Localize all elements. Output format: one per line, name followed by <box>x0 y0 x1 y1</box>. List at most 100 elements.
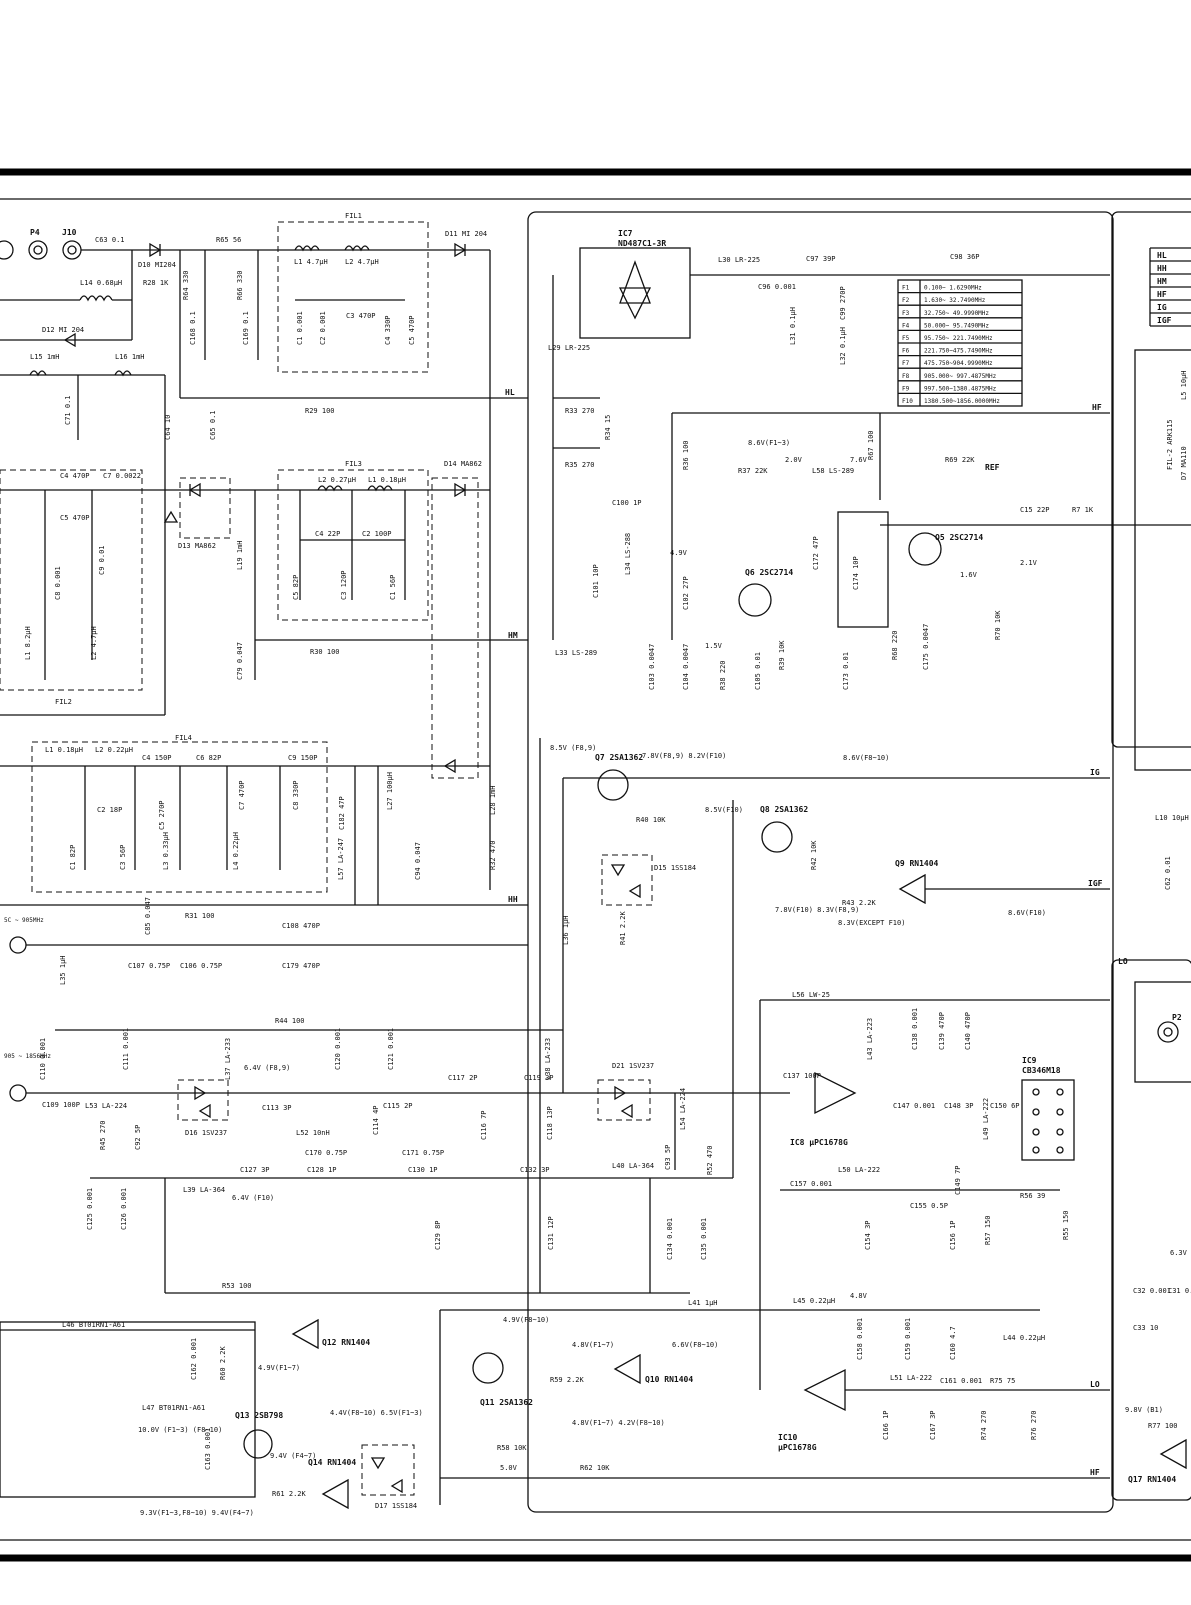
c125-label: C125 0.001 <box>86 1188 94 1230</box>
c175-label: C175 0.0047 <box>922 624 930 670</box>
q17-symbol <box>1159 1438 1187 1470</box>
freq-band-range: 1.630~ 32.7490MHz <box>924 297 986 304</box>
r61-label: R61 2.2K <box>272 1490 307 1498</box>
r65-label: R65 56 <box>216 236 241 244</box>
c113-label: C113 3P <box>262 1104 292 1112</box>
ic10-part: μPC1678G <box>778 1443 817 1452</box>
fil4-c4-label: C4 150P <box>142 754 172 762</box>
r53-label: R53 100 <box>222 1282 252 1290</box>
l19-label: L19 1mH <box>236 540 244 570</box>
v-48-f17: 4.8V(F1~7) <box>572 1341 614 1349</box>
c129-label: C129 8P <box>434 1220 442 1250</box>
c160-label: C160 4.7 <box>949 1326 957 1360</box>
c139-label: C139 470P <box>938 1012 946 1050</box>
bus-hl: HL <box>1157 251 1167 260</box>
c159-label: C159 0.001 <box>904 1318 912 1360</box>
fil1-c4-label: C4 330P <box>384 315 392 345</box>
j10-label: J10 <box>62 228 77 237</box>
net-hh: HH <box>508 895 518 904</box>
c172-label: C172 47P <box>812 536 820 570</box>
r34-label: R34 15 <box>604 415 612 440</box>
c96-label: C96 0.001 <box>758 283 796 291</box>
q8-label: Q8 2SA1362 <box>760 805 808 814</box>
c71-label: C71 0.1 <box>64 395 72 425</box>
freq-band-range: 50.000~ 95.7490MHz <box>924 322 989 329</box>
v-15: 1.5V <box>705 642 723 650</box>
ic9-part: CB346M18 <box>1022 1066 1061 1075</box>
r52-label: R52 470 <box>706 1145 714 1175</box>
v-85-f89: 8.5V (F8,9) <box>550 744 596 752</box>
q11-symbol <box>472 1352 504 1384</box>
q13-symbol <box>243 1429 273 1459</box>
r62-label: R62 10K <box>580 1464 610 1472</box>
c161-label: C161 0.001 <box>940 1377 982 1385</box>
freq-band-name: F3 <box>902 310 910 317</box>
l54-label: L54 LA-224 <box>679 1088 687 1130</box>
freq-band-range: 32.750~ 49.9990MHz <box>924 310 989 317</box>
l33-label: L33 LS-289 <box>555 649 597 657</box>
r38-label: R38 220 <box>719 660 727 690</box>
right-bus-labels: HL HH HM HF IG IGF <box>1149 247 1191 327</box>
v-q7: 7.8V(F8,9) 8.2V(F10) <box>642 752 726 760</box>
r59-label: R59 2.2K <box>550 1376 585 1384</box>
c173-label: C173 0.01 <box>842 652 850 690</box>
c106-label: C106 0.75P <box>180 962 222 970</box>
c128-label: C128 1P <box>307 1166 337 1174</box>
c135-label: C135 0.001 <box>700 1218 708 1260</box>
q7-symbol <box>597 769 629 801</box>
l36-label: L36 1μH <box>562 915 570 945</box>
fil3-l1-label: L1 0.18μH <box>368 476 406 484</box>
l51-label: L51 LA-222 <box>890 1374 932 1382</box>
input-connectors: P4 J10 <box>0 228 82 260</box>
v-86-f10: 8.6V(F10) <box>1008 909 1046 917</box>
l52-label: L52 10nH <box>296 1129 330 1137</box>
l41-label: L41 1μH <box>688 1299 718 1307</box>
d17-label: D17 1SS184 <box>375 1502 417 1510</box>
l32-label: L32 0.1μH <box>839 327 847 365</box>
q12-symbol <box>291 1318 319 1350</box>
l29-label: L29 LR-225 <box>548 344 590 352</box>
q10-label: Q10 RN1404 <box>645 1375 693 1384</box>
c99-label: C99 270P <box>839 286 847 320</box>
v-48: 4.8V <box>850 1292 868 1300</box>
c94-label: C94 0.047 <box>414 842 422 880</box>
fil3-c4-label: C4 22P <box>315 530 340 538</box>
r66-label: R66 330 <box>236 270 244 300</box>
q9-label: Q9 RN1404 <box>895 859 939 868</box>
fil2-l1-label: L1 8.2μH <box>24 626 32 660</box>
l56-label: L56 LW-25 <box>792 991 830 999</box>
fil2-box <box>0 469 143 691</box>
r77-label: R77 100 <box>1148 1422 1178 1430</box>
v-21: 2.1V <box>1020 559 1038 567</box>
fil2-c7-label: C7 0.0022 <box>103 472 141 480</box>
r31-label: R31 100 <box>185 912 215 920</box>
c85-label: C85 0.047 <box>144 897 152 935</box>
ic10-name: IC10 <box>778 1433 797 1442</box>
v-49: 4.9V <box>670 549 688 557</box>
fil2-c5-label: C5 470P <box>60 514 90 522</box>
r56-label: R56 39 <box>1020 1192 1045 1200</box>
r44-label: R44 100 <box>275 1017 305 1025</box>
freq-band-range: 95.750~ 221.7490MHz <box>924 335 993 342</box>
freq-band-range: 221.750~475.7490MHz <box>924 348 993 355</box>
fil4-c1-label: C1 82P <box>69 845 77 870</box>
c93-label: C93 5P <box>664 1145 672 1170</box>
freq-band-name: F10 <box>902 398 913 405</box>
r76-label: R76 270 <box>1030 1410 1038 1440</box>
c118-label: C118 13P <box>546 1106 554 1140</box>
r45-label: R45 270 <box>99 1120 107 1150</box>
fil1-c2-label: C2 0.001 <box>319 311 327 345</box>
fil4-l1-label: L1 0.18μH <box>45 746 83 754</box>
c109-label: C109 100P <box>42 1101 80 1109</box>
ic8-symbol <box>814 1071 857 1115</box>
net-hf-top: HF <box>1092 403 1102 412</box>
fil3-c3-label: C3 120P <box>340 570 348 600</box>
v-100: 10.0V (F1~3) (F8~10) <box>138 1426 222 1434</box>
v-93: 9.3V(F1~3,F8~10) 9.4V(F4~7) <box>140 1509 254 1517</box>
q8-symbol <box>761 821 793 853</box>
l46-label: L46 BT01RN1-A61 <box>62 1321 125 1329</box>
ic9-body <box>1021 1079 1075 1161</box>
fil-r2-label: FIL-2 ARK115 <box>1166 419 1174 470</box>
c32-label: C32 0.001 <box>1133 1287 1171 1295</box>
